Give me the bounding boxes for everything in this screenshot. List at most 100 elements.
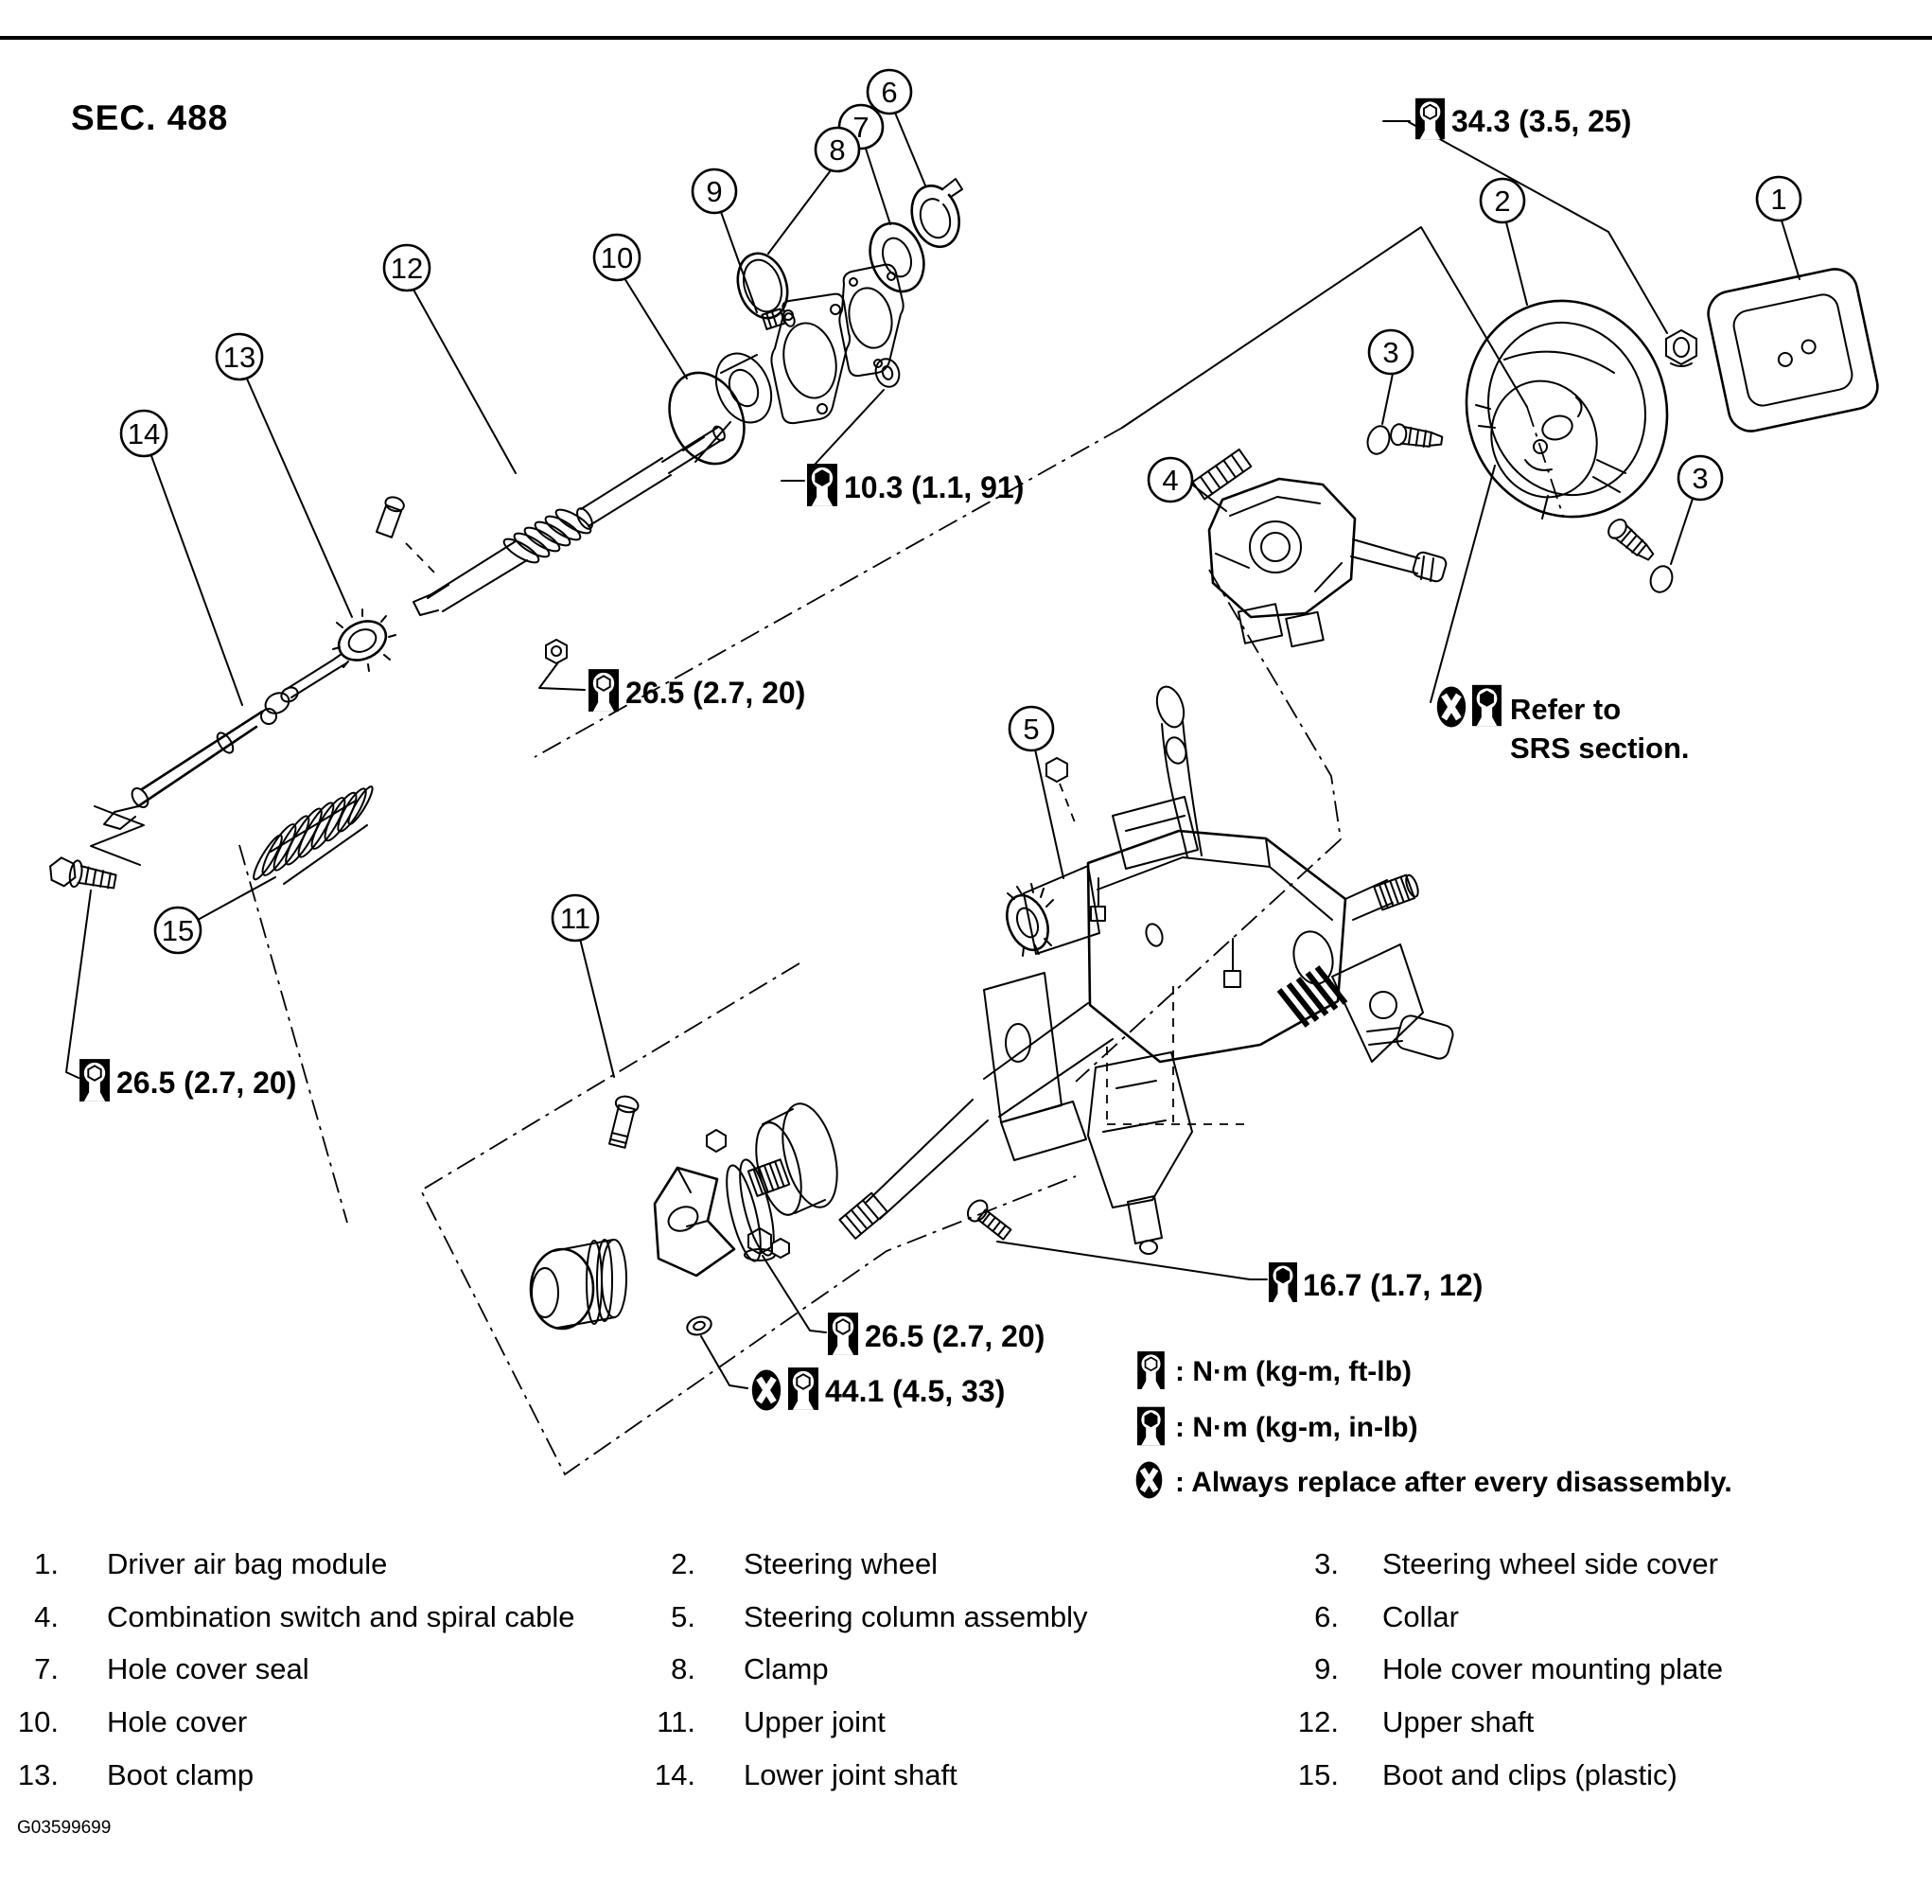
svg-text:13: 13 xyxy=(223,341,255,374)
torque-wrench-ftlb-icon xyxy=(588,669,619,712)
callout-5: 5 xyxy=(1008,705,1055,752)
part-num: 12. xyxy=(1298,1705,1339,1738)
callout-12: 12 xyxy=(382,243,431,292)
upper-shaft-bolt xyxy=(376,496,405,538)
svg-text:26.5 (2.7, 20): 26.5 (2.7, 20) xyxy=(116,1066,296,1100)
driver-airbag-module xyxy=(1707,268,1879,432)
torque-label-hole-cover: 10.3 (1.1, 91) xyxy=(807,464,1024,506)
svg-text:15: 15 xyxy=(162,914,194,947)
part-name: Driver air bag module xyxy=(107,1547,387,1580)
callout-10: 10 xyxy=(592,233,641,282)
torque-wrench-ftlb-icon xyxy=(79,1059,110,1102)
callout-13: 13 xyxy=(215,332,264,381)
callout-8: 8 xyxy=(814,126,861,173)
hole-cover-seal xyxy=(869,221,925,293)
callout-11: 11 xyxy=(551,893,600,943)
part-num: 9. xyxy=(1314,1652,1339,1685)
part-name: Steering wheel xyxy=(744,1547,938,1580)
callout-15: 15 xyxy=(153,906,202,955)
always-replace-x-icon xyxy=(1136,1461,1163,1498)
part-num: 2. xyxy=(671,1547,695,1580)
upper-joint xyxy=(529,1095,838,1336)
part-num: 13. xyxy=(18,1758,59,1791)
part-name: Hole cover seal xyxy=(107,1652,309,1685)
svg-text:44.1 (4.5, 33): 44.1 (4.5, 33) xyxy=(825,1374,1005,1408)
column-mounting-screw xyxy=(966,1199,1012,1241)
leader-lines xyxy=(65,112,1800,1389)
hole-cover xyxy=(668,352,773,466)
part-num: 8. xyxy=(671,1652,695,1685)
part-name: Steering column assembly xyxy=(744,1600,1088,1633)
part-num: 1. xyxy=(34,1547,59,1580)
lower-joint-shaft xyxy=(90,653,347,866)
part-name: Hole cover xyxy=(107,1705,247,1738)
torque-wrench-ftlb-icon xyxy=(1415,97,1445,140)
always-replace-x-icon xyxy=(1437,687,1466,728)
phantom-lines xyxy=(238,226,1564,1476)
torque-wrench-inlb-icon xyxy=(1472,684,1502,727)
svg-text:12: 12 xyxy=(391,252,423,285)
svg-text:5: 5 xyxy=(1023,713,1039,746)
side-cover-screw-upper xyxy=(1366,423,1444,455)
page-top-rule xyxy=(0,36,1932,40)
part-num: 5. xyxy=(671,1600,695,1633)
lower-shaft-bolt xyxy=(49,856,117,890)
torque-label-joint-bolt: 44.1 (4.5, 33) xyxy=(752,1367,1005,1411)
svg-text:9: 9 xyxy=(706,175,722,208)
torque-wrench-inlb-icon xyxy=(1137,1406,1165,1446)
always-replace-x-icon xyxy=(752,1370,781,1411)
torque-wrench-ftlb-icon xyxy=(1137,1351,1165,1389)
part-num: 15. xyxy=(1298,1758,1339,1791)
tilt-spring xyxy=(1276,965,1348,1028)
figure-code: G03599699 xyxy=(17,1818,111,1838)
joint-cap xyxy=(529,1239,627,1331)
svg-text:: Always replace after every d: : Always replace after every disassembly… xyxy=(1175,1467,1732,1498)
boot-and-clips xyxy=(253,785,374,885)
svg-text:26.5 (2.7, 20): 26.5 (2.7, 20) xyxy=(865,1319,1045,1353)
callout-6: 6 xyxy=(866,68,913,115)
svg-text:26.5 (2.7, 20): 26.5 (2.7, 20) xyxy=(625,676,805,710)
part-num: 6. xyxy=(1314,1600,1339,1633)
torque-label-column-screw: 16.7 (1.7, 12) xyxy=(1269,1261,1483,1303)
part-name: Hole cover mounting plate xyxy=(1382,1652,1723,1685)
part-num: 11. xyxy=(657,1705,695,1738)
svg-text:: N·m (kg-m, in-lb): : N·m (kg-m, in-lb) xyxy=(1175,1412,1418,1443)
callout-14: 14 xyxy=(119,409,168,458)
combination-switch xyxy=(1191,448,1448,648)
svg-text:: N·m (kg-m, ft-lb): : N·m (kg-m, ft-lb) xyxy=(1175,1356,1412,1387)
wheel-lock-nut xyxy=(1665,328,1697,367)
part-num: 10. xyxy=(18,1705,59,1738)
torque-label-upper-shaft: 26.5 (2.7, 20) xyxy=(588,669,805,712)
callout-4: 4 xyxy=(1147,456,1194,503)
steering-wheel xyxy=(1465,299,1669,520)
svg-text:34.3 (3.5, 25): 34.3 (3.5, 25) xyxy=(1451,104,1631,138)
svg-text:3: 3 xyxy=(1382,336,1398,369)
clamp xyxy=(736,252,796,330)
part-name: Boot clamp xyxy=(107,1758,254,1791)
svg-text:8: 8 xyxy=(829,133,845,167)
svg-text:1: 1 xyxy=(1770,183,1786,216)
side-cover-screw-lower xyxy=(1607,519,1674,593)
torque-label-upper-joint-nut: 26.5 (2.7, 20) xyxy=(828,1313,1045,1355)
steering-column-assembly xyxy=(744,685,1454,1261)
callout-3-upper: 3 xyxy=(1367,328,1414,376)
torque-wrench-ftlb-icon xyxy=(828,1313,858,1355)
hole-cover-mounting-plate xyxy=(770,263,905,425)
part-name: Collar xyxy=(1382,1600,1459,1633)
svg-text:11: 11 xyxy=(560,902,590,935)
parts-list: 1. Driver air bag module 4. Combination … xyxy=(18,1547,1723,1791)
torque-wrench-inlb-icon xyxy=(1269,1261,1297,1303)
collar xyxy=(910,178,963,249)
part-name: Clamp xyxy=(744,1652,829,1685)
upper-shaft-nut xyxy=(545,638,568,665)
torque-wrench-ftlb-icon xyxy=(788,1367,818,1410)
torque-wrench-inlb-icon xyxy=(807,464,837,506)
part-name: Upper joint xyxy=(744,1705,886,1738)
part-name: Combination switch and spiral cable xyxy=(107,1600,575,1633)
torque-label-wheel-nut: 34.3 (3.5, 25) xyxy=(1415,97,1631,140)
svg-text:10.3 (1.1, 91): 10.3 (1.1, 91) xyxy=(844,470,1024,504)
hole-cover-washer xyxy=(874,358,901,388)
part-num: 4. xyxy=(34,1600,59,1633)
part-name: Steering wheel side cover xyxy=(1382,1547,1718,1580)
